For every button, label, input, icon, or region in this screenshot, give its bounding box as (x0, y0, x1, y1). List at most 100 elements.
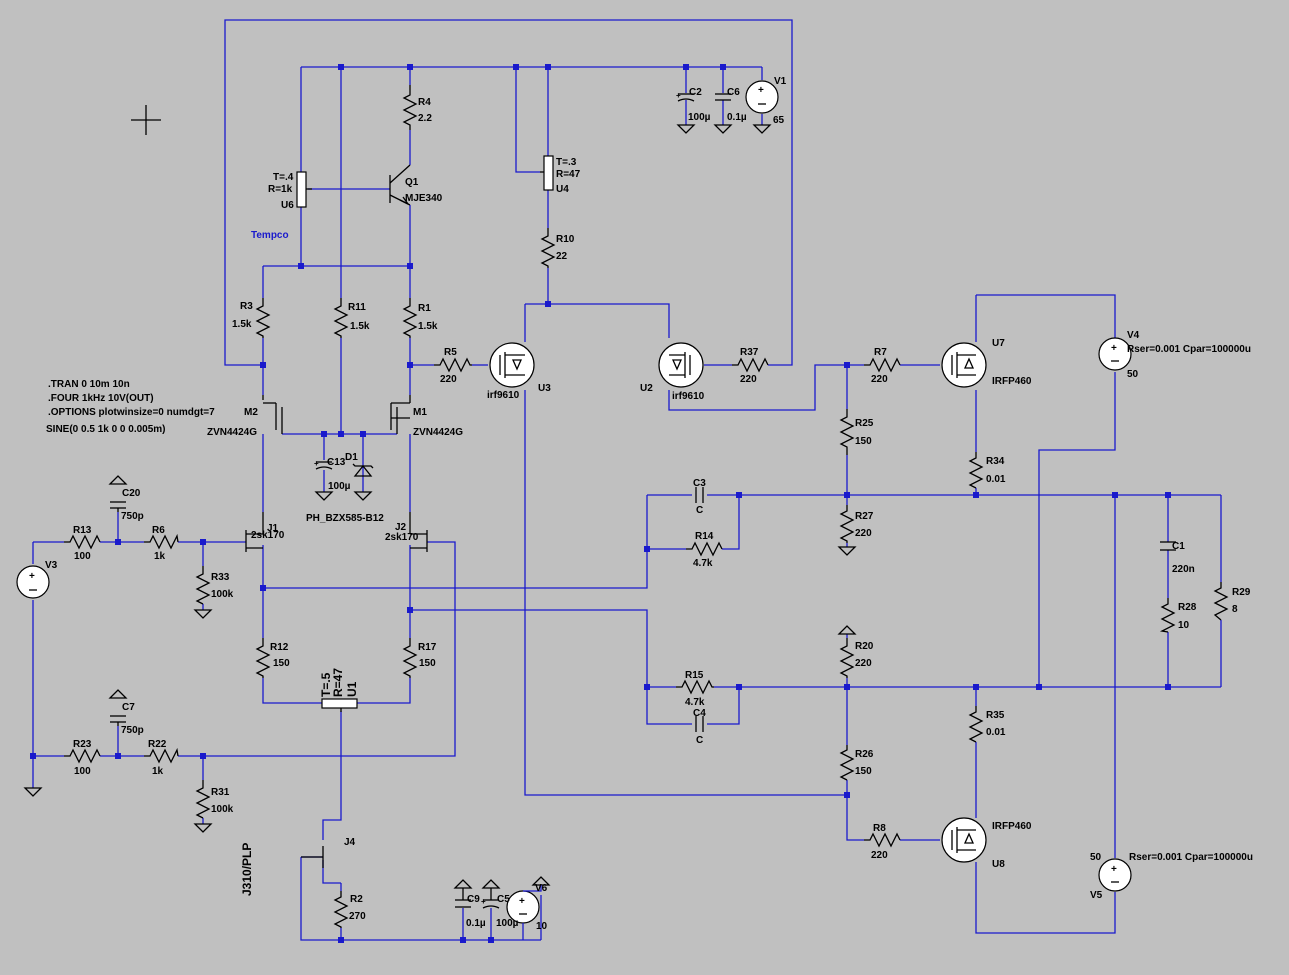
label-r20-name: R20 (855, 641, 874, 652)
capacitor-c3[interactable] (695, 487, 704, 503)
resistor-r31[interactable] (195, 780, 211, 819)
label-r11-name: R11 (348, 302, 366, 313)
bjt-q1[interactable] (389, 164, 411, 206)
voltage-source-v1[interactable]: + (745, 80, 779, 114)
label-r33-value: 100k (211, 589, 234, 600)
label-u3-model: irf9610 (487, 390, 520, 401)
label-u1-name: U1 (345, 681, 359, 697)
voltage-source-v3[interactable]: + (16, 565, 50, 599)
resistor-r26[interactable] (839, 745, 855, 781)
jfet-j1[interactable] (245, 512, 264, 552)
label-r2-name: R2 (350, 894, 363, 905)
voltage-source-v5[interactable]: + (1098, 858, 1132, 892)
svg-text:+: + (314, 459, 319, 468)
mosfet-m2[interactable] (262, 395, 283, 434)
capacitor-c4[interactable] (695, 716, 704, 732)
jfet-j4[interactable] (301, 846, 324, 868)
label-v4-name: V4 (1127, 330, 1140, 341)
capacitor-c20[interactable] (110, 501, 126, 512)
resistor-r13[interactable] (64, 534, 101, 550)
mosfet-u8[interactable] (941, 817, 987, 863)
resistor-r14[interactable] (686, 541, 723, 557)
directive-tran: .TRAN 0 10m 10n (48, 379, 130, 390)
mosfet-u2[interactable] (658, 342, 704, 388)
resistor-r7[interactable] (864, 357, 901, 373)
potentiometer-u1[interactable] (321, 698, 358, 712)
resistor-r11[interactable] (333, 298, 349, 338)
resistor-r12[interactable] (255, 638, 271, 678)
resistor-r34[interactable] (968, 452, 984, 489)
svg-text:+: + (758, 85, 764, 96)
capacitor-c9[interactable] (455, 888, 471, 908)
mosfet-m1[interactable] (390, 395, 411, 434)
label-c6-value: 0.1µ (727, 112, 747, 123)
potentiometer-u4[interactable] (540, 155, 554, 191)
resistor-r22[interactable] (144, 747, 179, 764)
voltage-source-v6[interactable]: + (506, 885, 542, 940)
resistor-r35[interactable] (968, 706, 984, 743)
label-r1-name: R1 (418, 303, 431, 314)
capacitor-c6[interactable] (715, 93, 731, 101)
label-c1-name: C1 (1172, 541, 1185, 552)
capacitor-c7[interactable] (110, 715, 126, 726)
label-r3-value: 1.5k (232, 319, 252, 330)
junction-dots (30, 64, 1171, 943)
resistor-r27[interactable] (839, 505, 855, 543)
mosfet-u7[interactable] (941, 342, 987, 388)
label-r4-value: 2.2 (418, 113, 432, 124)
label-u2-model: irf9610 (672, 391, 705, 402)
label-c20-value: 750p (121, 511, 144, 522)
label-c6-name: C6 (727, 87, 740, 98)
label-r6-value: 1k (154, 551, 166, 562)
resistor-r28[interactable] (1159, 598, 1176, 633)
label-r35-name: R35 (986, 710, 1005, 721)
capacitor-c5[interactable]: + (481, 888, 500, 909)
label-c13-name: C13 (327, 457, 346, 468)
voltage-source-v4[interactable]: + (1098, 337, 1132, 371)
capacitor-c13[interactable]: + (314, 459, 333, 470)
resistor-r20[interactable] (839, 638, 855, 678)
label-u8-model: IRFP460 (992, 821, 1032, 832)
label-r37-value: 220 (740, 374, 757, 385)
svg-text:+: + (1111, 343, 1117, 354)
label-m1-model: ZVN4424G (413, 427, 463, 438)
resistor-r4[interactable] (402, 85, 418, 130)
resistor-r17[interactable] (402, 638, 418, 678)
zener-diode-d1[interactable] (352, 463, 374, 477)
potentiometer-u6[interactable] (296, 171, 312, 208)
label-r25-name: R25 (855, 418, 874, 429)
label-c2-value: 100µ (688, 112, 711, 123)
label-r13-name: R13 (73, 525, 92, 536)
resistor-r10[interactable] (540, 228, 556, 268)
resistor-r25[interactable] (839, 409, 855, 455)
resistor-r15[interactable] (676, 679, 714, 695)
resistor-r33[interactable] (195, 566, 211, 605)
resistor-r6[interactable] (144, 533, 179, 550)
resistor-r2[interactable] (333, 891, 349, 928)
label-r10-value: 22 (556, 251, 568, 262)
resistor-r3[interactable] (255, 298, 271, 338)
label-j4-model: J310/PLP (240, 843, 254, 896)
label-r15-name: R15 (685, 670, 704, 681)
label-r2-value: 270 (349, 911, 366, 922)
resistor-r29[interactable] (1213, 582, 1229, 621)
svg-text:+: + (1111, 864, 1117, 875)
resistor-r5[interactable] (434, 357, 472, 373)
label-r4-name: R4 (418, 97, 431, 108)
resistor-r23[interactable] (64, 748, 101, 764)
label-r27-name: R27 (855, 511, 874, 522)
resistor-r1[interactable] (402, 298, 418, 338)
capacitor-c1[interactable] (1160, 541, 1176, 551)
crosshair-cursor-icon (131, 105, 161, 135)
capacitor-c2[interactable]: + (676, 91, 695, 102)
resistor-r8[interactable] (864, 832, 901, 848)
mosfet-u3[interactable] (489, 342, 535, 388)
label-u6-r: R=1k (268, 184, 293, 195)
resistor-r37[interactable] (732, 357, 769, 373)
label-c9-name: C9 (467, 894, 480, 905)
jfet-j2[interactable] (409, 512, 428, 552)
label-c4-name: C4 (693, 708, 706, 719)
label-r31-name: R31 (211, 787, 230, 798)
label-m1-name: M1 (413, 407, 427, 418)
